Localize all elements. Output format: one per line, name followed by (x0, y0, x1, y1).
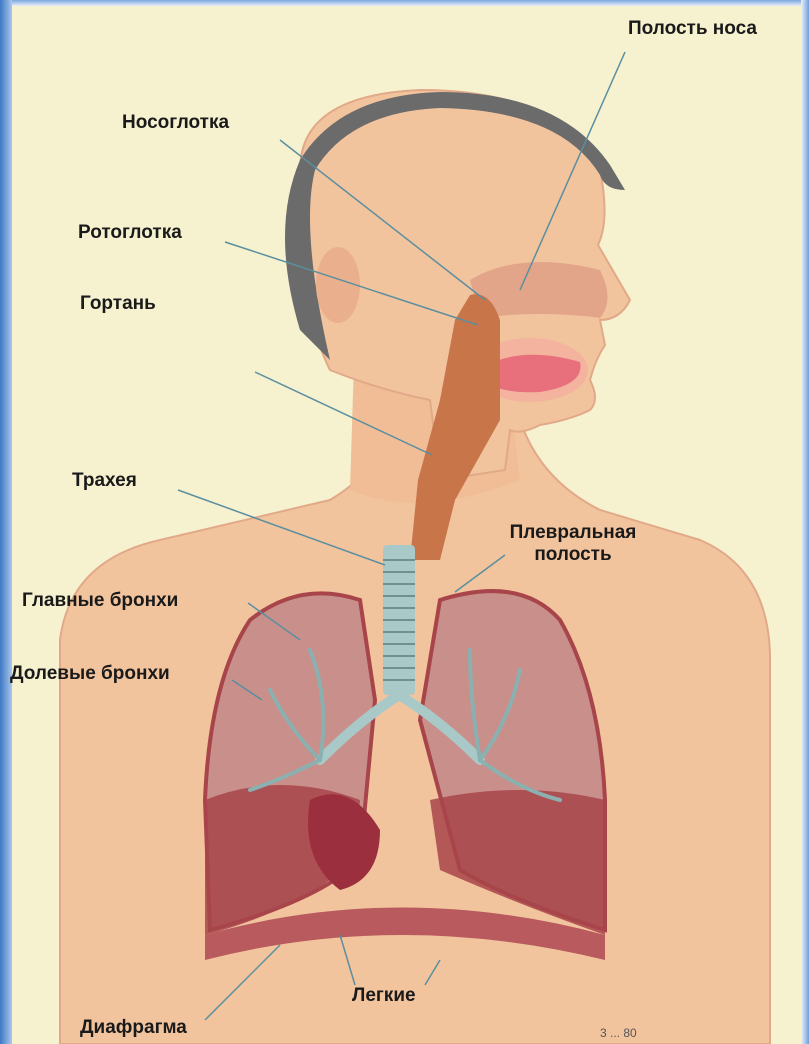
label-lungs: Легкие (352, 985, 416, 1007)
slide-frame-left (0, 0, 12, 1044)
label-main-bronchi: Главные бронхи (22, 590, 178, 612)
slide-frame-right (801, 0, 809, 1044)
label-pleural-line1: Плевральная (478, 522, 668, 544)
label-nasopharynx: Носоглотка (122, 112, 229, 134)
label-lobar-bronchi: Долевые бронхи (10, 663, 170, 685)
label-nasal-cavity: Полость носа (628, 18, 757, 40)
label-diaphragm: Диафрагма (80, 1017, 187, 1039)
ear (316, 247, 360, 323)
slide-frame-top (0, 0, 809, 6)
label-trachea: Трахея (72, 470, 137, 492)
label-pleural-line2: полость (478, 544, 668, 566)
label-pleural-cavity: Плевральная полость (478, 522, 668, 566)
label-oropharynx: Ротоглотка (78, 222, 182, 244)
label-larynx: Гортань (80, 293, 156, 315)
page-footnote: 3 ... 80 (600, 1026, 637, 1040)
